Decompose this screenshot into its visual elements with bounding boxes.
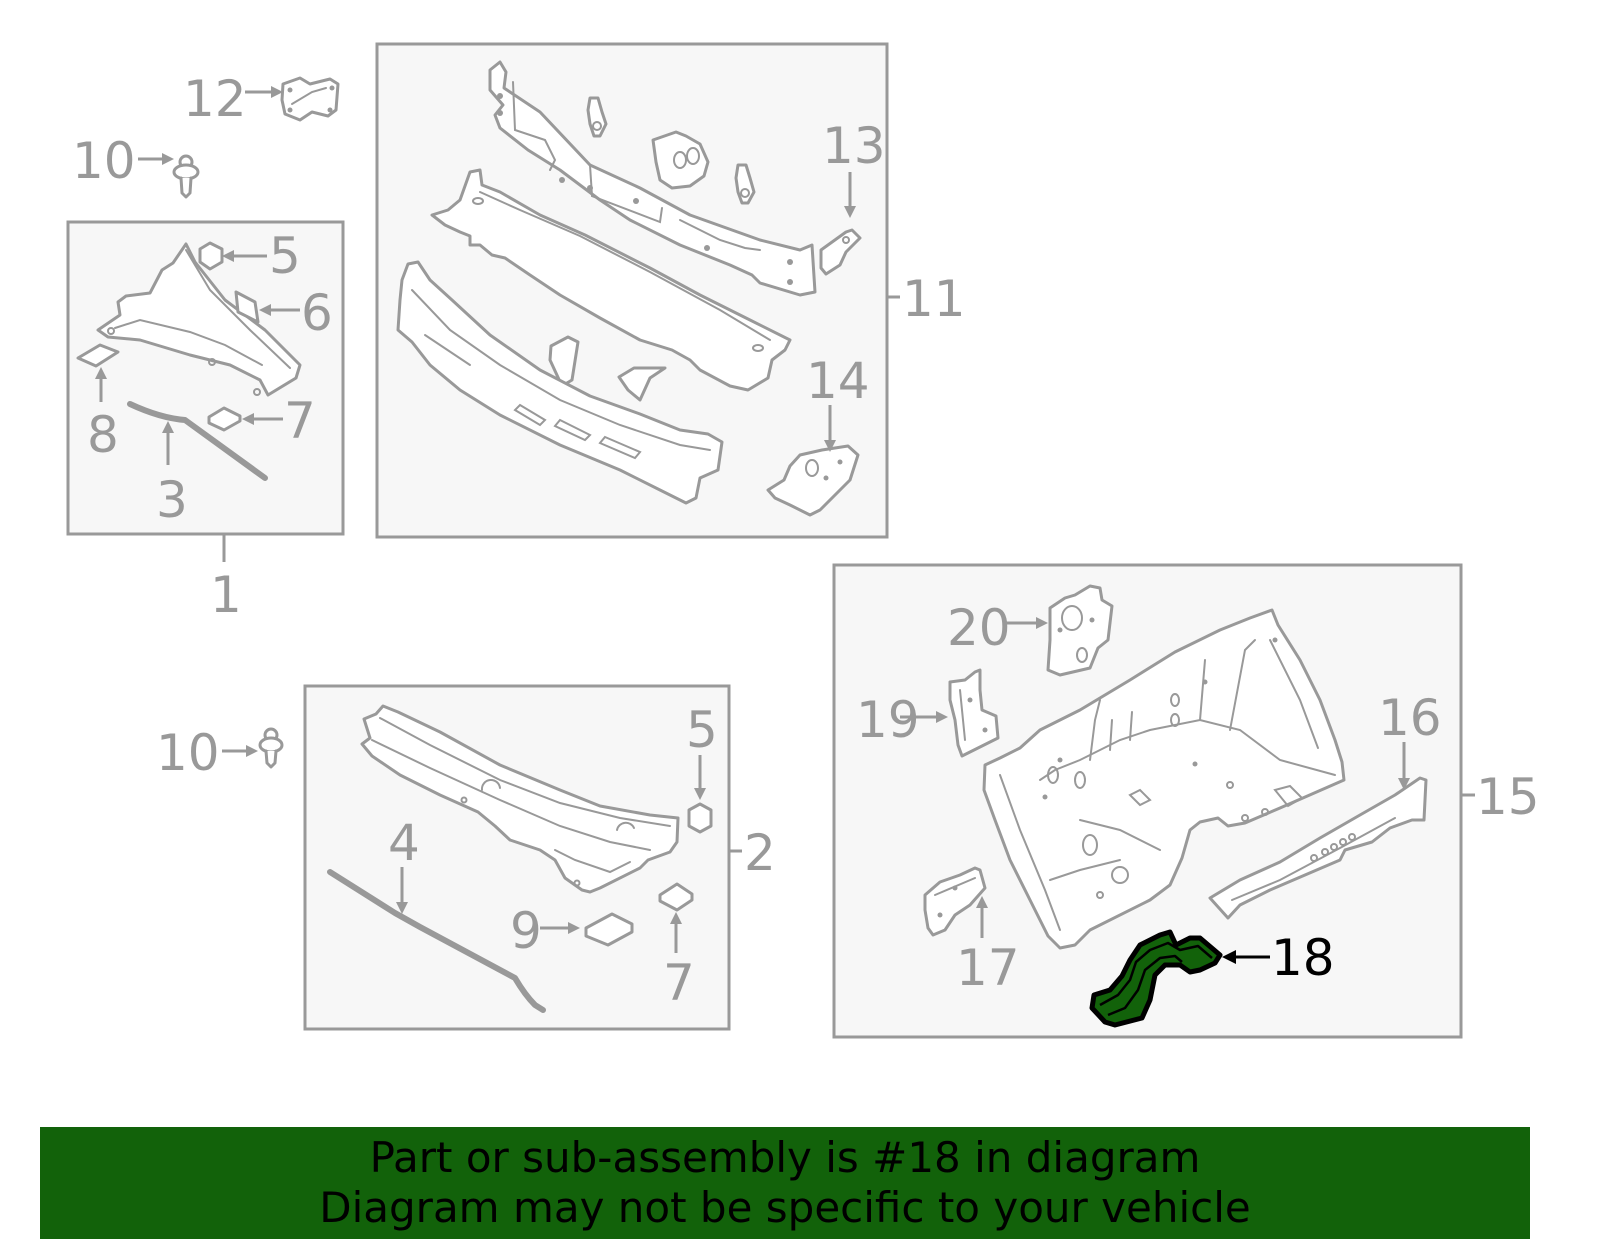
gusset-right-part[interactable] xyxy=(617,366,667,402)
hook-bracket-left-part[interactable] xyxy=(586,96,608,138)
callout-6: 6 xyxy=(301,284,333,342)
callout-7: 7 xyxy=(284,392,316,450)
reinforcement-20-part[interactable] xyxy=(1046,584,1114,677)
highlighted-part-18[interactable] xyxy=(1089,929,1223,1028)
hook-bracket-right-part[interactable] xyxy=(734,163,756,205)
callout-4: 4 xyxy=(388,814,420,872)
bracket-12-part[interactable] xyxy=(280,76,340,122)
bracket-19-part[interactable] xyxy=(948,668,1000,758)
side-rail-16-part[interactable] xyxy=(1208,776,1428,920)
callout-8: 8 xyxy=(87,406,119,464)
callout-7b: 7 xyxy=(663,954,695,1012)
callout-12: 12 xyxy=(183,70,247,128)
clip-5b-part[interactable] xyxy=(687,802,713,834)
callout-15: 15 xyxy=(1476,768,1540,826)
bracket-14-part[interactable] xyxy=(766,444,860,517)
callout-3: 3 xyxy=(156,471,188,529)
callout-14: 14 xyxy=(806,352,870,410)
callout-5b: 5 xyxy=(686,701,718,759)
callout-18: 18 xyxy=(1271,929,1335,987)
bracket-13-part[interactable] xyxy=(819,228,862,276)
callout-11: 11 xyxy=(902,270,966,328)
group-15: 20 19 xyxy=(832,563,1540,1039)
cowl-middle-panel-part[interactable] xyxy=(430,168,792,392)
clip-10-part[interactable] xyxy=(172,154,200,199)
pad-9-part[interactable] xyxy=(584,912,634,947)
seal-4-part[interactable] xyxy=(327,869,546,1013)
reinforcement-center-part[interactable] xyxy=(651,130,710,190)
floor-pan-part[interactable] xyxy=(982,608,1346,950)
callout-2: 2 xyxy=(744,824,776,882)
pad-7b-part[interactable] xyxy=(658,882,694,912)
callout-10b: 10 xyxy=(156,724,220,782)
group-2: 5 7 9 4 2 xyxy=(303,684,776,1031)
group-11: 13 14 11 xyxy=(375,42,966,539)
callout-1: 1 xyxy=(210,566,242,624)
pad-8-part[interactable] xyxy=(76,343,120,368)
callout-20: 20 xyxy=(947,599,1011,657)
gusset-left-part[interactable] xyxy=(548,335,580,388)
pad-6-part[interactable] xyxy=(234,290,260,324)
cowl-lower-plenum-part[interactable] xyxy=(396,260,724,505)
callout-13: 13 xyxy=(822,117,886,175)
callout-17: 17 xyxy=(956,939,1020,997)
callout-5: 5 xyxy=(269,227,301,285)
seal-3-part[interactable] xyxy=(127,401,268,481)
callout-10: 10 xyxy=(72,132,136,190)
group-1-box xyxy=(66,220,345,536)
bracket-17-part[interactable] xyxy=(923,866,987,937)
pad-7-part[interactable] xyxy=(207,406,242,432)
banner-line-2: Diagram may not be specific to your vehi… xyxy=(319,1183,1251,1232)
clip-5-part[interactable] xyxy=(198,241,224,271)
banner-line-1: Part or sub-assembly is #18 in diagram xyxy=(369,1133,1201,1182)
dash-upper-panel-part[interactable] xyxy=(488,60,817,297)
callout-16: 16 xyxy=(1378,689,1442,747)
callout-9: 9 xyxy=(510,902,542,960)
group-1: 5 6 8 7 3 1 xyxy=(66,220,345,624)
cowl-top-panel-2-part[interactable] xyxy=(360,704,680,894)
callout-19: 19 xyxy=(856,691,920,749)
info-banner: Part or sub-assembly is #18 in diagram D… xyxy=(40,1127,1530,1239)
clip-10b-part[interactable] xyxy=(258,727,284,769)
